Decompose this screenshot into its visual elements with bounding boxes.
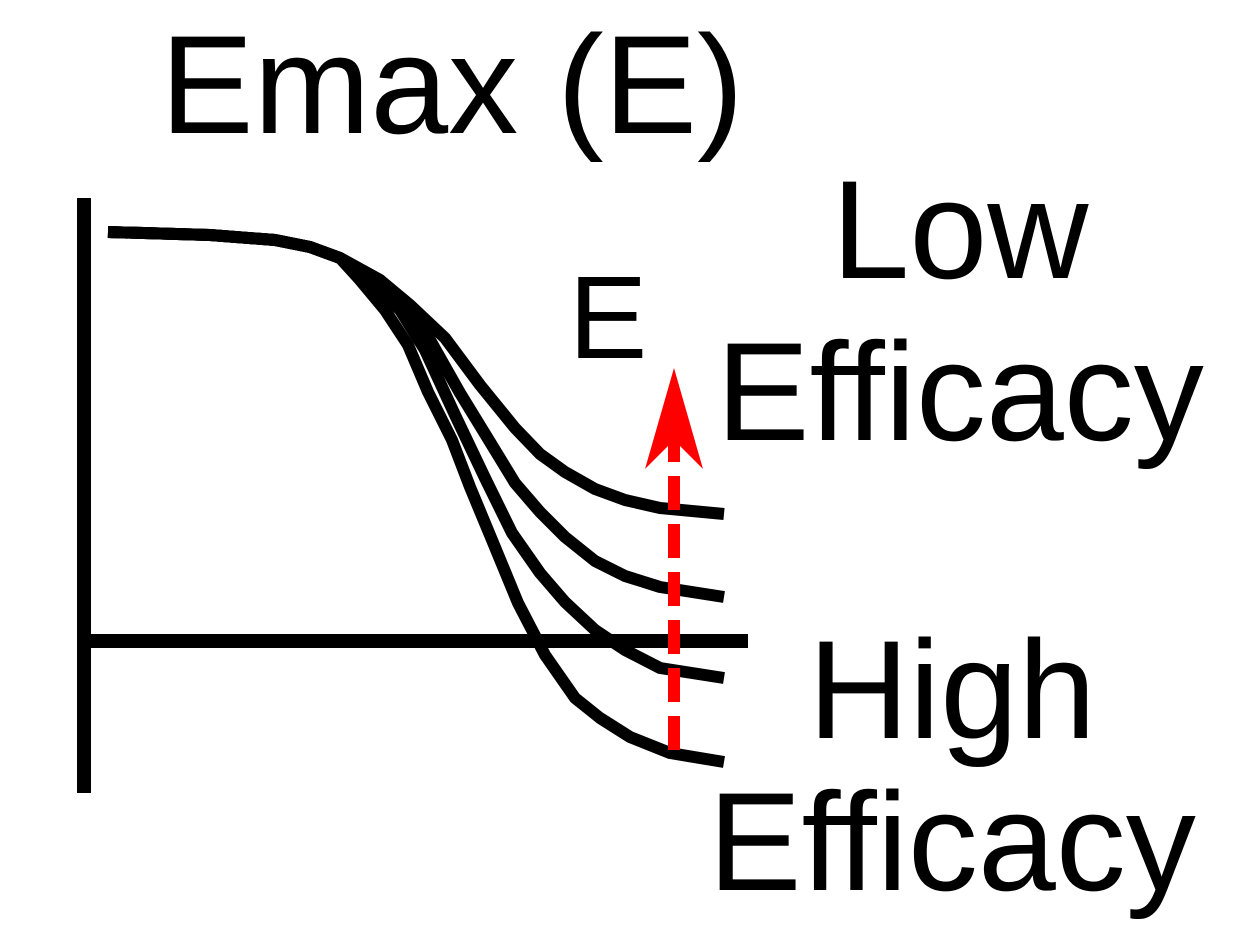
low-efficacy-label-line2: Efficacy bbox=[716, 313, 1204, 470]
arrow-label: E bbox=[569, 252, 648, 384]
low-efficacy-label-line1: Low bbox=[832, 151, 1090, 308]
efficacy-curves bbox=[107, 226, 725, 768]
efficacy-arrow-head bbox=[645, 368, 703, 469]
high-efficacy-label-line1: High bbox=[808, 611, 1096, 768]
diagram-title: Emax (E) bbox=[160, 6, 743, 163]
curve-efficacy-4 bbox=[107, 226, 725, 768]
high-efficacy-label-line2: Efficacy bbox=[708, 763, 1196, 920]
